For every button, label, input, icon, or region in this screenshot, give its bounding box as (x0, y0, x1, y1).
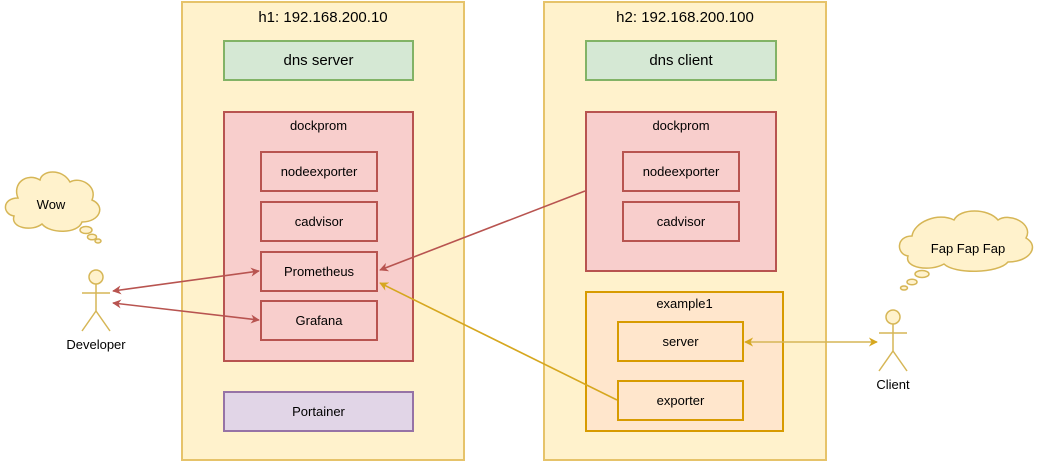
h1-dockprom-label: dockprom (289, 118, 348, 133)
h1-nodeexporter-node: nodeexporter (260, 151, 378, 192)
portainer-node: Portainer (223, 391, 414, 432)
example1-label: example1 (656, 296, 713, 311)
edge-h2-dockprom-prometheus (379, 190, 586, 272)
edge-developer-prometheus (112, 267, 260, 295)
developer-label: Developer (66, 337, 126, 352)
h2-dockprom-label: dockprom (652, 118, 710, 133)
dns-server-node: dns server (223, 40, 414, 81)
h2-nodeexporter-node: nodeexporter (622, 151, 740, 192)
edge-exporter-prometheus (379, 282, 618, 401)
client-thought-text: Fap Fap Fap (930, 241, 1006, 256)
client-actor-icon (878, 309, 908, 372)
developer-thought-text: Wow (36, 197, 66, 212)
client-thought-cloud-icon (898, 210, 1034, 291)
h1-cadvisor-node: cadvisor (260, 201, 378, 242)
server-node: server (617, 321, 744, 362)
exporter-node: exporter (617, 380, 744, 421)
dns-client-node: dns client (585, 40, 777, 81)
host-h1-title: h1: 192.168.200.10 (258, 9, 388, 26)
client-label: Client (876, 377, 910, 392)
developer-actor-icon (81, 269, 111, 332)
developer-thought-cloud-icon (4, 171, 102, 244)
prometheus-node: Prometheus (260, 251, 378, 292)
host-h2-title: h2: 192.168.200.100 (616, 9, 754, 26)
h2-cadvisor-node: cadvisor (622, 201, 740, 242)
grafana-node: Grafana (260, 300, 378, 341)
edge-developer-grafana (112, 299, 260, 324)
